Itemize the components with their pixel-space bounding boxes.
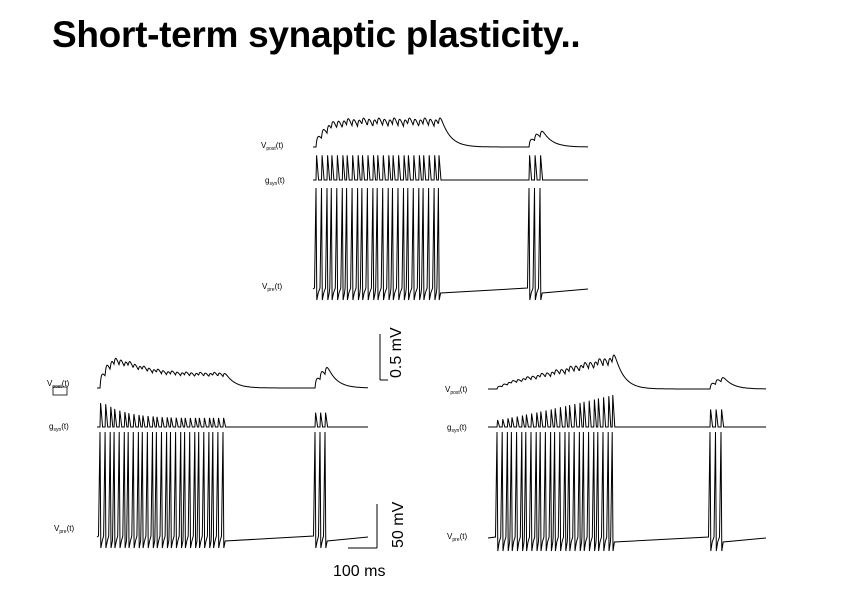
gsyn-label: gsyn(t) (447, 423, 467, 434)
upper-voltage-label: 0.5 mV (388, 327, 405, 378)
gsyn-trace (488, 394, 766, 428)
scalebar-upper-voltage: 0.5 mV (379, 327, 405, 381)
selection-box (52, 386, 68, 396)
vpost-label: Vpost(t) (261, 141, 284, 152)
lower-voltage-label: 50 mV (390, 501, 407, 548)
vpost-label: Vpost(t) (47, 379, 70, 390)
gsyn-label: gsyn(t) (265, 176, 285, 187)
panel-bottom-left: Vpost(t) gsyn(t) Vpre(t) (47, 357, 369, 549)
vpre-label: Vpre(t) (447, 532, 467, 543)
scalebar-lower-voltage: 50 mV (348, 501, 407, 549)
gsyn-label: gsyn(t) (49, 422, 69, 433)
vpost-trace (97, 357, 369, 389)
vpre-label: Vpre(t) (54, 524, 74, 535)
time-scale-label: 100 ms (333, 563, 385, 580)
slide-title: Short-term synaptic plasticity.. (52, 14, 581, 55)
vpost-trace (313, 117, 588, 148)
vpre-trace (312, 187, 589, 301)
vpre-trace (96, 431, 369, 549)
vpost-trace (488, 354, 766, 390)
panel-bottom-right: Vpost(t) gsyn(t) Vpre(t) (445, 354, 767, 552)
panel-top: Vpost(t) gsyn(t) Vpre(t) (261, 117, 589, 301)
vpre-label: Vpre(t) (262, 282, 282, 293)
gsyn-trace (97, 402, 368, 428)
vpre-trace (487, 431, 767, 552)
vpost-label: Vpost(t) (445, 385, 468, 396)
gsyn-trace (313, 155, 588, 181)
